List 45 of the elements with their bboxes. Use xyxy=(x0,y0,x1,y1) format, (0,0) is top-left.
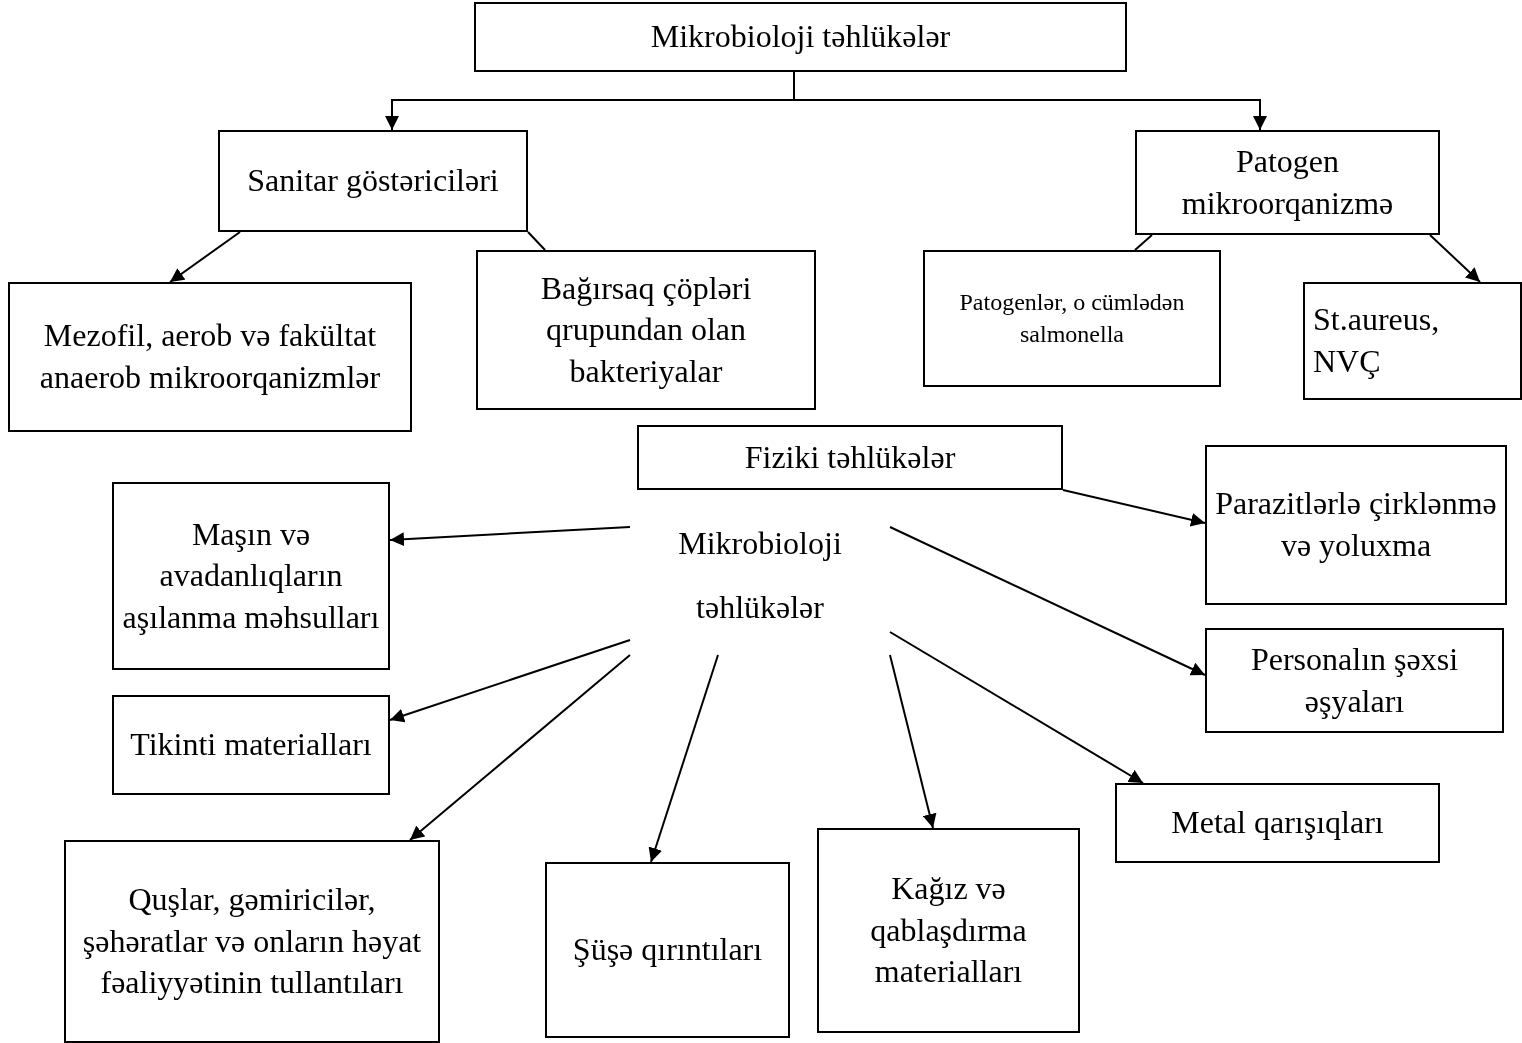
box-label: Kağız və qablaşdırma materialları xyxy=(869,869,1028,992)
box-label: Quşlar, gəmiricilər, şəhəratlar və onların həyat fəaliyyətinin tullantıları xyxy=(81,880,423,1003)
box-label: Mikrobioloji təhlükələr xyxy=(650,17,951,57)
box-label: Patogen mikroorqanizmə xyxy=(1180,141,1395,223)
process-box xyxy=(474,2,1127,72)
process-box xyxy=(637,425,1063,490)
process-box xyxy=(476,250,816,410)
process-box xyxy=(112,695,390,795)
box-label: Bağırsaq çöpləri qrupundan olan bakteriyalar xyxy=(539,268,753,391)
arrow xyxy=(1429,234,1481,283)
box-label: Mezofil, aerob və fakültat anaerob mikroorqanizmlər xyxy=(38,316,382,397)
process-box xyxy=(64,840,440,1043)
arrow xyxy=(389,639,631,723)
process-box xyxy=(1115,783,1440,863)
box-label: Şüşə qırıntıları xyxy=(572,930,763,970)
process-box xyxy=(545,862,790,1038)
process-box xyxy=(1135,130,1440,235)
arrow xyxy=(889,631,1144,784)
box-label: St.aureus, NVÇ xyxy=(1313,300,1441,381)
process-box xyxy=(8,282,412,432)
process-box xyxy=(1205,445,1507,605)
process-box xyxy=(923,250,1221,387)
heading-text: Mikrobioloji təhlükələr xyxy=(677,524,843,627)
arrow xyxy=(889,654,937,829)
box-label: Patogenlər, o cümlədən salmonella xyxy=(958,288,1186,349)
box-label: Parazitlərlə çirklənmə və yoluxma xyxy=(1215,484,1497,565)
box-label: Fiziki təhlükələr xyxy=(744,437,956,477)
process-box xyxy=(218,130,528,232)
box-label: Metal qarışıqları xyxy=(1171,803,1384,843)
box-label: Maşın və avadanlıqların aşılanma məhsulları xyxy=(122,514,380,637)
connector-line xyxy=(527,231,546,251)
arrow xyxy=(648,654,719,863)
box-label: Tikinti materialları xyxy=(130,725,372,765)
arrow xyxy=(389,526,631,547)
arrow xyxy=(409,654,631,841)
process-box xyxy=(112,482,390,670)
connector-line xyxy=(1134,234,1153,251)
process-box xyxy=(1303,282,1522,400)
process-box xyxy=(817,828,1080,1033)
arrow xyxy=(889,526,1206,676)
arrow xyxy=(169,231,241,283)
process-box xyxy=(1205,628,1504,733)
arrow xyxy=(1062,489,1206,527)
box-label: Sanitar göstəriciləri xyxy=(247,161,499,201)
box-label: Personalın şəxsi əşyaları xyxy=(1249,639,1460,721)
